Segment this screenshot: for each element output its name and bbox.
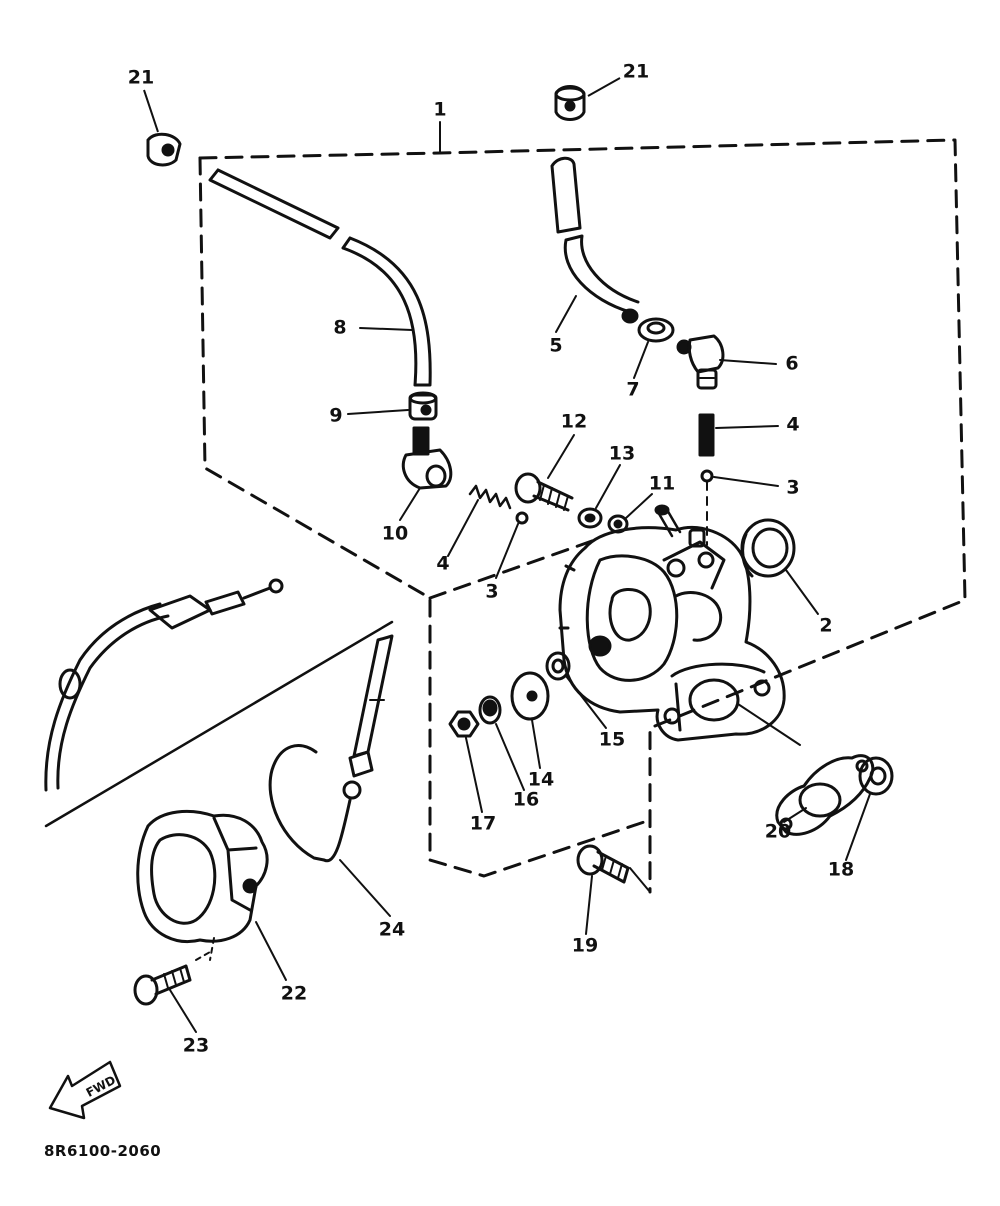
catalog-number: 8R6100-2060 [44, 1142, 162, 1160]
spring-4-left [468, 484, 512, 510]
callout-20: 20 [764, 820, 792, 843]
callout-21b: 21 [622, 60, 650, 83]
leader-19 [585, 875, 593, 935]
callout-23: 23 [182, 1034, 210, 1057]
callout-12: 12 [560, 410, 588, 433]
spring-4-right [698, 413, 715, 457]
leader-4b [715, 425, 779, 429]
leader-12 [547, 434, 575, 479]
leader-21b [587, 77, 621, 97]
leader-3b [713, 476, 779, 487]
leader-9 [347, 409, 409, 415]
leader-22 [255, 921, 287, 981]
screw-12 [514, 472, 574, 512]
leader-15 [565, 675, 607, 729]
callout-4b: 4 [786, 413, 800, 436]
washer-16 [478, 695, 502, 725]
cap-21-left [146, 132, 182, 167]
screw-23 [133, 951, 211, 1006]
sensor-24 [268, 634, 394, 863]
callout-13: 13 [608, 442, 636, 465]
wire-lead [44, 578, 284, 792]
leader-19-vertical [629, 867, 651, 893]
callout-11: 11 [648, 472, 676, 495]
callout-15: 15 [598, 728, 626, 751]
leader-8 [359, 327, 413, 331]
nut-17 [448, 710, 480, 738]
callout-9: 9 [329, 404, 343, 427]
bolt-19 [576, 844, 630, 884]
leader-23 [169, 989, 197, 1033]
hose-8 [208, 168, 432, 387]
callout-6: 6 [785, 352, 799, 375]
cover-22 [136, 809, 269, 961]
clamp-9 [408, 391, 438, 421]
callout-1: 1 [433, 98, 447, 121]
leader-16 [495, 723, 525, 791]
forward-arrow-icon [48, 1060, 122, 1120]
callout-17: 17 [469, 812, 497, 835]
leader-pump-flange [737, 703, 801, 746]
callout-19: 19 [571, 934, 599, 957]
callout-21a: 21 [127, 66, 155, 89]
leader-4a [447, 499, 479, 557]
callout-3a: 3 [485, 580, 499, 603]
callout-18: 18 [827, 858, 855, 881]
fitting-6 [676, 334, 725, 390]
oil-seal-2 [740, 518, 796, 578]
leader-21a [143, 89, 159, 133]
leader-5 [555, 295, 577, 333]
leader-13 [595, 464, 621, 509]
ball-3-right [700, 469, 714, 483]
callout-3b: 3 [786, 476, 800, 499]
leader-20 [783, 807, 807, 823]
gasket-20 [775, 754, 875, 836]
stud [654, 504, 682, 538]
leader-24 [339, 859, 391, 917]
callout-4a: 4 [436, 552, 450, 575]
callout-14: 14 [527, 768, 555, 791]
assembly-boundary [198, 138, 967, 894]
clamp-7 [637, 317, 675, 343]
callout-7: 7 [626, 378, 640, 401]
leader-3a [495, 523, 519, 579]
cap-21-right [554, 85, 586, 121]
ball-3-left [515, 511, 529, 525]
plate-14 [510, 671, 550, 721]
callout-5: 5 [549, 334, 563, 357]
fitting-10 [401, 426, 453, 490]
hose-5 [550, 156, 640, 324]
leader-14 [531, 719, 541, 769]
washer-13 [577, 507, 603, 529]
callout-10: 10 [381, 522, 409, 545]
callout-2: 2 [819, 614, 833, 637]
leader-2 [785, 569, 819, 615]
callout-16: 16 [512, 788, 540, 811]
oil-pump-body [558, 525, 786, 742]
callout-24: 24 [378, 918, 406, 941]
leader-17 [465, 737, 483, 813]
callout-8: 8 [333, 316, 347, 339]
leader-18 [845, 793, 871, 861]
callout-22: 22 [280, 982, 308, 1005]
divider-line [44, 620, 394, 828]
leader-7 [633, 341, 649, 379]
washer-18 [858, 756, 894, 796]
leader-6 [719, 359, 777, 365]
leader-11 [625, 493, 653, 519]
leader-10 [399, 487, 421, 521]
washer-15 [545, 651, 571, 681]
